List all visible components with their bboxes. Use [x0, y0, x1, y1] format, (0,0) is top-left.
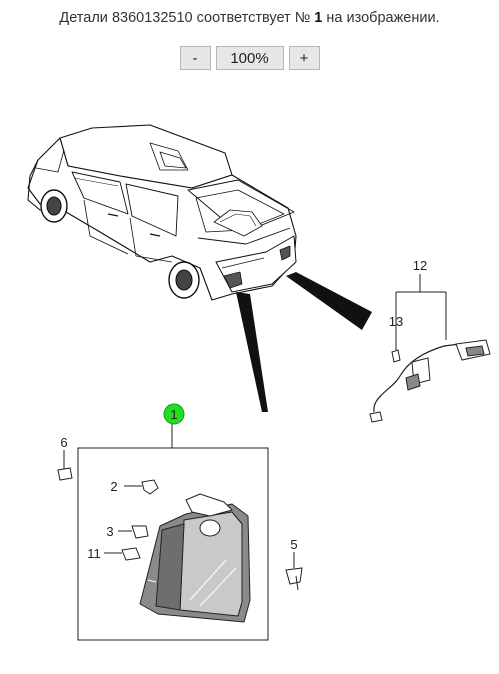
part-caption: Детали 8360132510 соответствует № 1 на и…	[0, 10, 499, 26]
callout-13[interactable]: 13	[389, 314, 403, 329]
vehicle-illustration	[27, 124, 297, 301]
tail-lamp-frame	[77, 424, 269, 641]
license-lamp-assembly	[369, 274, 491, 423]
callout-3[interactable]: 3	[106, 524, 113, 539]
callout-1[interactable]: 1	[170, 407, 177, 422]
bulb-socket-parts	[57, 450, 303, 591]
tail-lamp-illustration	[139, 493, 251, 623]
caption-part-number: 1	[314, 10, 323, 26]
zoom-out-button[interactable]: -	[179, 46, 211, 70]
pointer-to-license-lamp	[286, 272, 372, 330]
caption-prefix: Детали 8360132510 соответствует №	[59, 10, 311, 26]
zoom-toolbar: - 100% +	[0, 46, 499, 70]
zoom-level-button[interactable]: 100%	[215, 46, 284, 70]
callout-11[interactable]: 11	[87, 546, 101, 561]
pointer-to-tail-lamp	[236, 292, 268, 412]
callout-2[interactable]: 2	[110, 479, 117, 494]
callout-12[interactable]: 12	[413, 258, 427, 273]
zoom-in-button[interactable]: +	[288, 46, 320, 70]
caption-suffix: на изображении.	[326, 10, 440, 26]
part-1-highlight[interactable]	[163, 403, 185, 425]
callout-5[interactable]: 5	[290, 537, 297, 552]
callout-6[interactable]: 6	[60, 435, 67, 450]
